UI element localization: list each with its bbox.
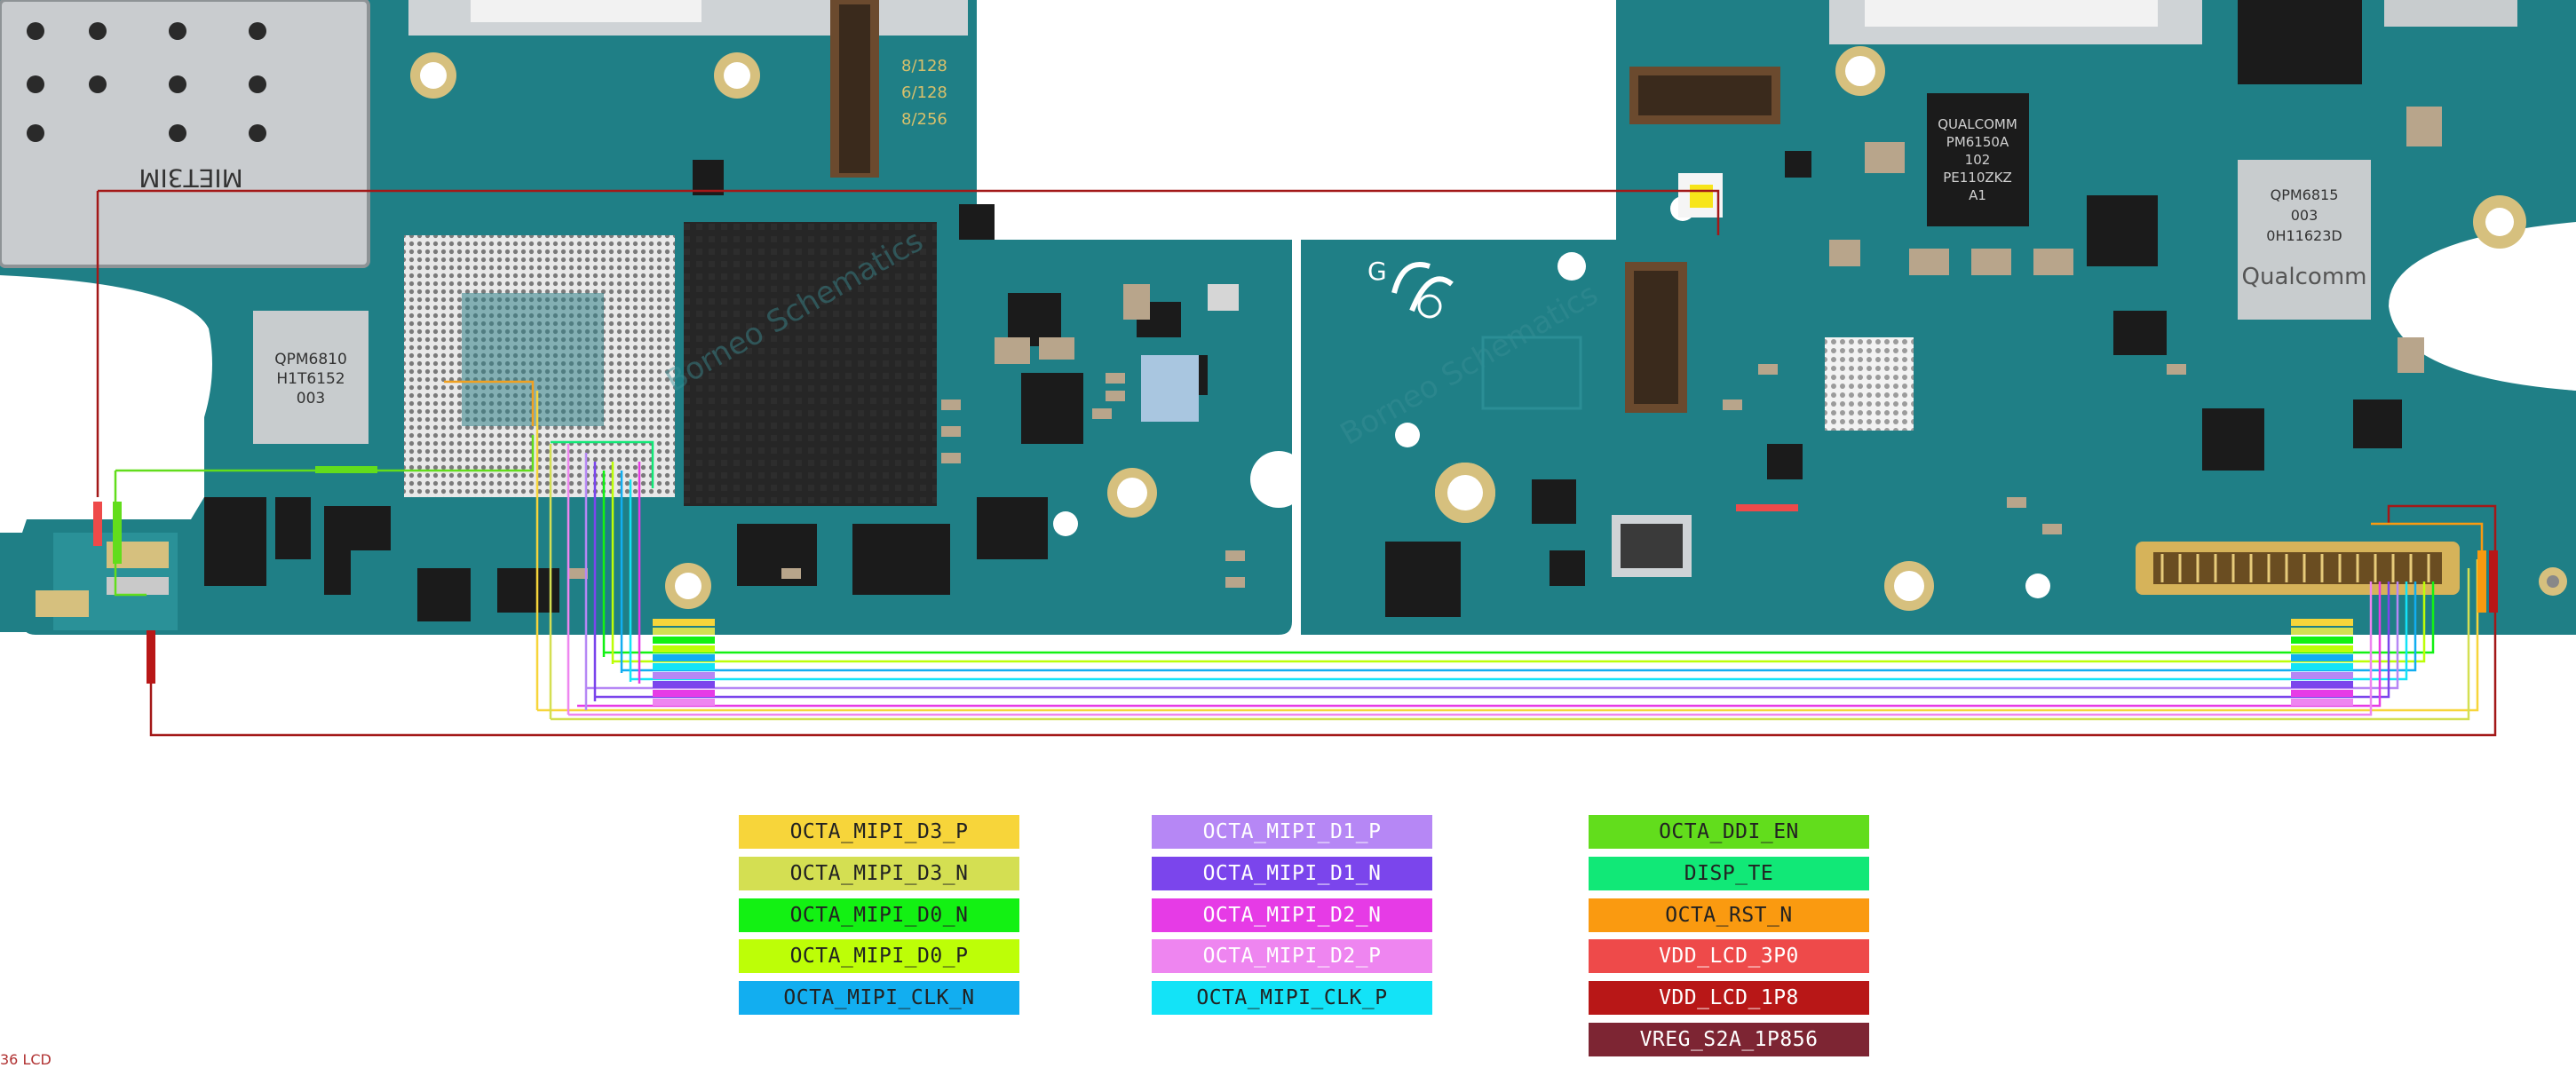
- legend-label: OCTA_DDI_EN: [1659, 820, 1799, 843]
- passives-left: [568, 284, 1245, 588]
- pmic-chip: [1927, 93, 2029, 226]
- pmic-label-1: QUALCOMM: [1938, 116, 2017, 132]
- legend-item-octa-mipi-d1-n: OCTA_MIPI_D1_N: [1152, 857, 1432, 890]
- legend-item-octa-mipi-clk-n: OCTA_MIPI_CLK_N: [739, 981, 1019, 1015]
- trace-label-stack-right: [2291, 619, 2353, 706]
- chip-top-right: [2238, 0, 2362, 84]
- legend-label: VDD_LCD_1P8: [1659, 986, 1799, 1009]
- legend-item-octa-mipi-d2-p: OCTA_MIPI_D2_P: [1152, 939, 1432, 973]
- sim-contacts: [27, 22, 266, 142]
- pmic-label-2: PM6150A: [1946, 134, 2009, 150]
- footer-label: 36 LCD: [0, 1051, 52, 1068]
- board-code: G: [1367, 257, 1387, 286]
- legend-item-vdd-lcd-3p0: VDD_LCD_3P0: [1589, 939, 1869, 973]
- memory-variant-1: 8/128: [901, 57, 947, 75]
- legend-label: OCTA_RST_N: [1665, 904, 1793, 927]
- right-pcb-board: G QUALCOMM PM6150A 102 PE110ZKZ A1 QPM68…: [1301, 0, 2576, 635]
- legend-item-disp-te: DISP_TE: [1589, 857, 1869, 890]
- pmic-label-4: PE110ZKZ: [1943, 170, 2012, 186]
- qualcomm-brand: Qualcomm: [2242, 264, 2367, 290]
- rf-right-label-1: QPM6815: [2271, 186, 2339, 203]
- components-right: [1385, 151, 2402, 617]
- memory-variant-3: 8/256: [901, 110, 947, 129]
- memory-variant-2: 6/128: [901, 83, 947, 102]
- trace-frame-top: [98, 189, 1720, 235]
- legend-label: DISP_TE: [1684, 862, 1774, 885]
- legend-label: OCTA_MIPI_CLK_P: [1196, 986, 1388, 1009]
- legend-label: OCTA_MIPI_D1_N: [1202, 862, 1382, 885]
- legend-item-octa-mipi-d0-p: OCTA_MIPI_D0_P: [739, 939, 1019, 973]
- legend-label: VREG_S2A_1P856: [1639, 1028, 1819, 1051]
- legend-label: OCTA_MIPI_CLK_N: [783, 986, 975, 1009]
- legend-item-octa-mipi-d0-n: OCTA_MIPI_D0_N: [739, 898, 1019, 932]
- sim-tray-label: MIET3IM: [139, 163, 242, 193]
- bga-pads-right: [1825, 337, 1914, 431]
- test-pad-yellow: [1690, 185, 1713, 208]
- legend-label: OCTA_MIPI_D3_P: [789, 820, 969, 843]
- trace-vreg: [149, 504, 2497, 737]
- pmic-label-5: A1: [1969, 187, 1986, 203]
- rf-module-label-1: QPM6810: [274, 351, 347, 368]
- rf-module-right: [2238, 160, 2371, 320]
- legend-item-octa-mipi-clk-p: OCTA_MIPI_CLK_P: [1152, 981, 1432, 1015]
- legend-label: OCTA_MIPI_D2_N: [1202, 904, 1382, 927]
- test-point-markers: [93, 466, 2498, 684]
- legend-item-octa-rst-n: OCTA_RST_N: [1589, 898, 1869, 932]
- board-cutout: [977, 0, 1292, 240]
- left-pcb-board: MIET3IM 8/128 6/128 8/256 QPM6810 H1T615…: [0, 0, 1307, 635]
- legend-label: VDD_LCD_3P0: [1659, 945, 1799, 968]
- legend-label: OCTA_MIPI_D0_N: [789, 904, 969, 927]
- legend-label: OCTA_MIPI_D2_P: [1202, 945, 1382, 968]
- legend-item-octa-mipi-d3-n: OCTA_MIPI_D3_N: [739, 857, 1019, 890]
- legend-label: OCTA_MIPI_D3_N: [789, 862, 969, 885]
- rf-module-label-2: H1T6152: [276, 370, 345, 388]
- pmic-label-3: 102: [1965, 152, 1991, 168]
- legend-item-octa-mipi-d2-n: OCTA_MIPI_D2_N: [1152, 898, 1432, 932]
- legend-item-octa-ddi-en: OCTA_DDI_EN: [1589, 815, 1869, 849]
- legend-item-vdd-lcd-1p8: VDD_LCD_1P8: [1589, 981, 1869, 1015]
- rf-module-left: [253, 311, 369, 444]
- rf-right-label-2: 003: [2291, 207, 2318, 224]
- trace-label-stack-left: [653, 619, 715, 706]
- rf-module-label-3: 003: [297, 390, 325, 407]
- legend-label: OCTA_MIPI_D0_P: [789, 945, 969, 968]
- legend-item-octa-mipi-d1-p: OCTA_MIPI_D1_P: [1152, 815, 1432, 849]
- legend-item-vreg-s2a-1p856: VREG_S2A_1P856: [1589, 1023, 1869, 1056]
- memory-chip: [684, 222, 937, 506]
- rf-right-label-3: 0H11623D: [2266, 227, 2342, 244]
- legend-label: OCTA_MIPI_D1_P: [1202, 820, 1382, 843]
- legend-item-octa-mipi-d3-p: OCTA_MIPI_D3_P: [739, 815, 1019, 849]
- passives-right: [1723, 107, 2442, 534]
- sensor-chip: [1141, 355, 1199, 422]
- mounting-holes-left: [410, 52, 1307, 609]
- samsung-logo: [1391, 262, 1454, 312]
